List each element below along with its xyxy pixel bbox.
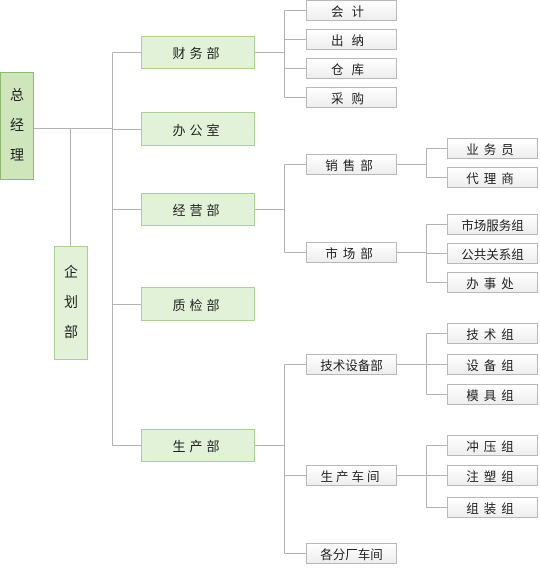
vertical-char: 企 [64,265,78,281]
node-accounting: 会计 [306,0,397,21]
node-injection-group: 注塑组 [447,465,538,486]
node-quality-dept: 质检部 [141,287,255,321]
node-warehouse: 仓库 [306,58,397,79]
node-market-service-group: 市场服务组 [447,214,538,235]
node-stamping-group: 冲压组 [447,435,538,456]
node-assembly-group: 组装组 [447,497,538,518]
vertical-char: 理 [10,148,24,164]
vertical-char: 划 [64,295,78,311]
vertical-char: 部 [64,325,78,341]
node-purchasing: 采购 [306,87,397,108]
node-tech-group: 技术组 [447,323,538,344]
node-public-relations-group: 公共关系组 [447,243,538,264]
node-production-workshop: 生产车间 [306,465,397,486]
node-office: 办公室 [141,112,255,146]
node-salesperson: 业务员 [447,138,538,159]
node-finance-dept: 财务部 [141,36,255,69]
node-branch-factory-workshops: 各分厂车间 [306,543,397,564]
node-market-dept: 市场部 [306,242,397,263]
node-agent: 代理商 [447,167,538,188]
node-operations-dept: 经营部 [141,193,255,226]
node-equipment-group: 设备组 [447,354,538,375]
node-branch-office: 办事处 [447,272,538,293]
node-general-manager: 总经理 [0,72,34,180]
node-mold-group: 模具组 [447,384,538,405]
node-sales-dept: 销售部 [306,154,397,175]
vertical-char: 总 [10,88,24,104]
node-cashier: 出纳 [306,29,397,50]
node-tech-equipment-dept: 技术设备部 [306,354,397,375]
vertical-char: 经 [10,118,24,134]
node-production-dept: 生产部 [141,429,255,462]
node-planning-dept: 企划部 [54,246,88,360]
